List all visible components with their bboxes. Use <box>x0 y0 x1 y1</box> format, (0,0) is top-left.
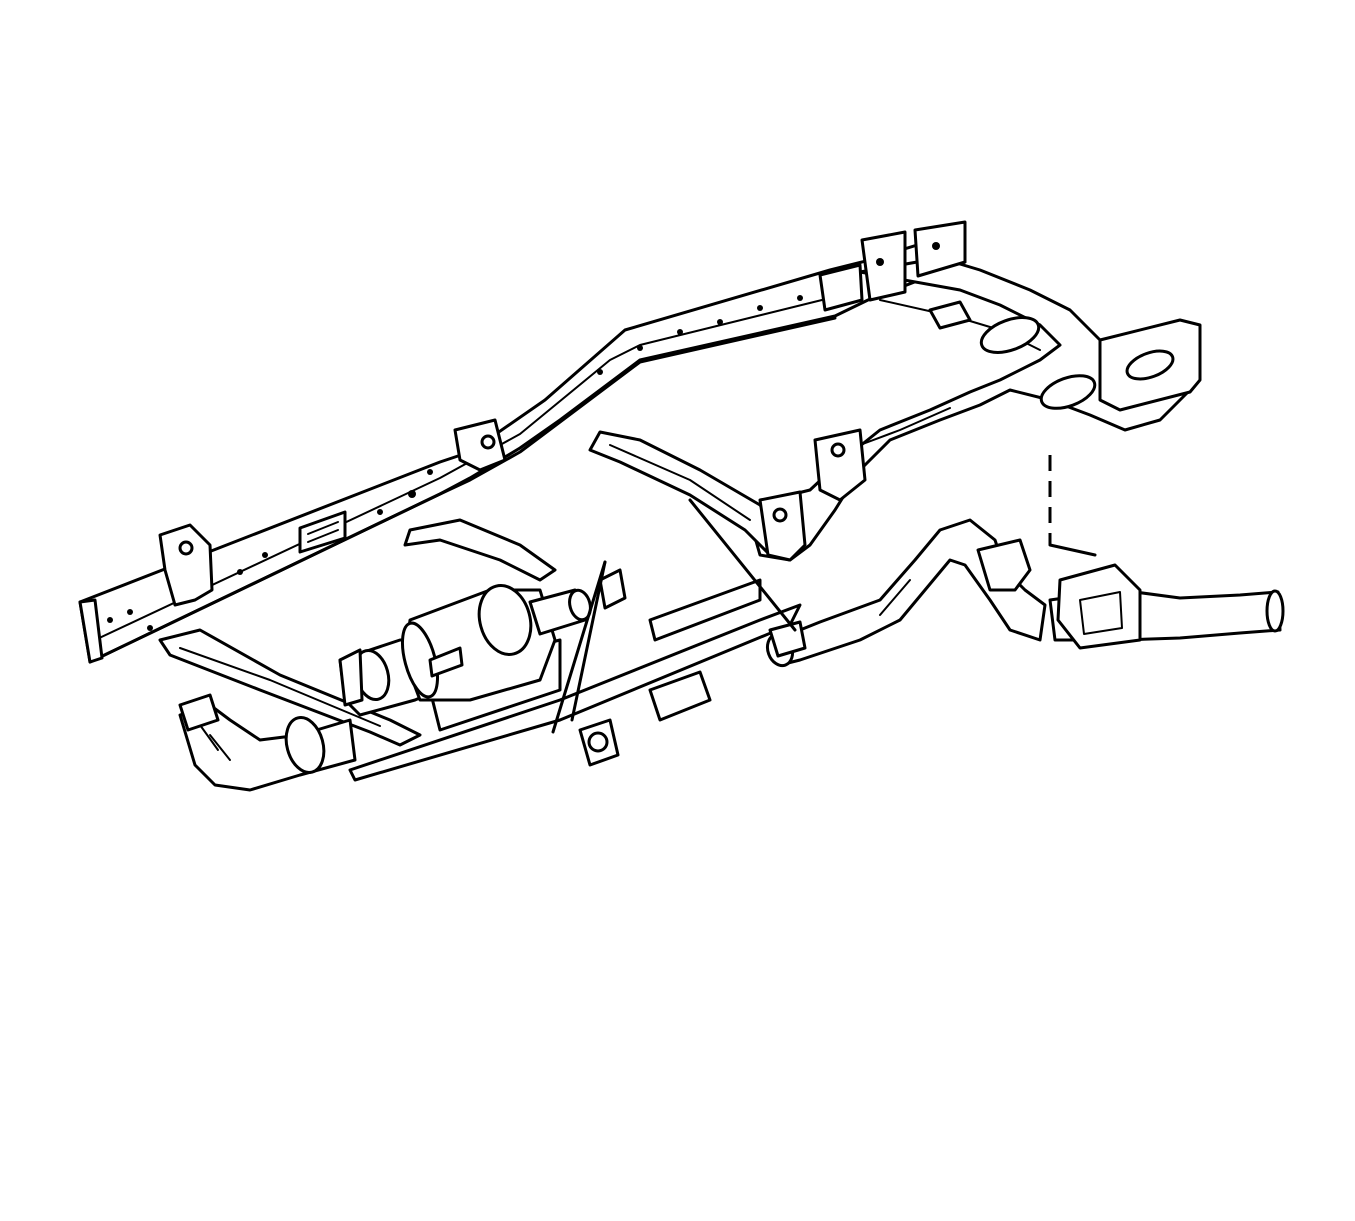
exhaust-intermediate-pipe <box>765 518 1047 668</box>
crossmember-center <box>403 430 792 582</box>
crossmember-rear <box>928 300 1202 412</box>
exhaust-front-pipe <box>178 693 357 792</box>
callout-lines <box>551 455 1097 734</box>
rear-bumper-mount <box>818 220 967 312</box>
crossmember-front <box>158 628 422 747</box>
body-mount-brackets <box>158 418 867 607</box>
exhaust-flange-gasket <box>578 718 620 767</box>
muffler <box>400 584 592 702</box>
